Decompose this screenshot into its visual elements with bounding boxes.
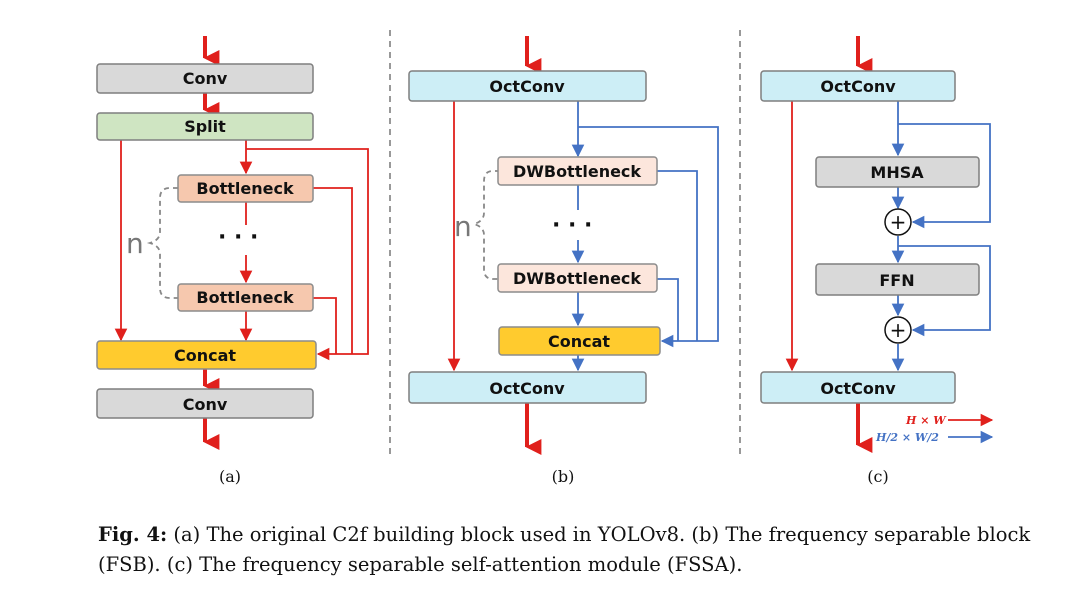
conv-top-box	[96, 63, 314, 94]
octconv-top-box	[760, 70, 956, 102]
panel-c: OctConv MHSA + FFN + OctConv H × W H/2 ×…	[760, 36, 994, 486]
octconv-bottom-label: OctConv	[820, 379, 896, 398]
octconv-top-box	[408, 70, 647, 102]
ellipsis: · · ·	[218, 225, 258, 250]
blue-skip-line	[578, 126, 719, 348]
panel-b-label: (b)	[552, 467, 575, 486]
octconv-bottom-box	[760, 371, 956, 404]
octconv-bottom-label: OctConv	[489, 379, 565, 398]
mhsa-box	[815, 156, 980, 188]
bottleneck-1-box	[177, 174, 314, 203]
concat-box	[96, 340, 317, 370]
bottleneck-2-box	[177, 283, 314, 312]
n-brace	[470, 170, 500, 280]
n-brace	[146, 187, 178, 299]
add-node-1-symbol: +	[890, 210, 907, 234]
dw1-skip-line	[657, 170, 698, 341]
split-box	[96, 112, 314, 141]
dw2-skip-line	[657, 278, 679, 341]
ffn-residual-line	[898, 245, 991, 337]
legend-half-res-label: H/2 × W/2	[875, 431, 939, 444]
figure-caption: Fig. 4: (a) The original C2f building bl…	[98, 520, 1038, 580]
caption-prefix: Fig. 4:	[98, 523, 168, 546]
n-label: n	[454, 210, 472, 243]
mhsa-residual-line	[898, 123, 991, 229]
add-node-1	[884, 208, 912, 236]
split-skip-line	[246, 148, 369, 361]
bottleneck-2-label: Bottleneck	[196, 288, 294, 307]
dwbottleneck-1-box	[497, 156, 658, 186]
ellipsis: · · ·	[552, 213, 592, 238]
dwbottleneck-1-label: DWBottleneck	[513, 162, 641, 181]
conv-top-label: Conv	[183, 69, 228, 88]
concat-label: Concat	[548, 332, 610, 351]
octconv-bottom-box	[408, 371, 647, 404]
panel-a: n · · · Conv Split Bottleneck Bottleneck…	[96, 36, 369, 486]
dwbottleneck-2-label: DWBottleneck	[513, 269, 641, 288]
legend-full-res-label: H × W	[905, 414, 947, 427]
add-node-2	[884, 316, 912, 344]
octconv-top-label: OctConv	[489, 77, 565, 96]
concat-box	[498, 326, 661, 356]
dwbottleneck-2-box	[497, 263, 658, 293]
concat-label: Concat	[174, 346, 236, 365]
mhsa-label: MHSA	[870, 163, 924, 182]
split-label: Split	[184, 117, 226, 136]
add-node-2-symbol: +	[890, 318, 907, 342]
panel-b: n · · · OctConv DWBottleneck DWBottlenec…	[408, 36, 719, 486]
conv-bottom-box	[96, 388, 314, 419]
bottleneck-1-label: Bottleneck	[196, 179, 294, 198]
ffn-label: FFN	[879, 271, 914, 290]
panel-c-label: (c)	[867, 467, 888, 486]
conv-bottom-label: Conv	[183, 395, 228, 414]
ffn-box	[815, 263, 980, 296]
caption-text: (a) The original C2f building block used…	[98, 523, 1031, 576]
n-label: n	[126, 227, 144, 260]
bottleneck1-skip-line	[313, 187, 353, 354]
panel-a-label: (a)	[219, 467, 241, 486]
bottleneck2-skip-line	[313, 297, 337, 354]
octconv-top-label: OctConv	[820, 77, 896, 96]
